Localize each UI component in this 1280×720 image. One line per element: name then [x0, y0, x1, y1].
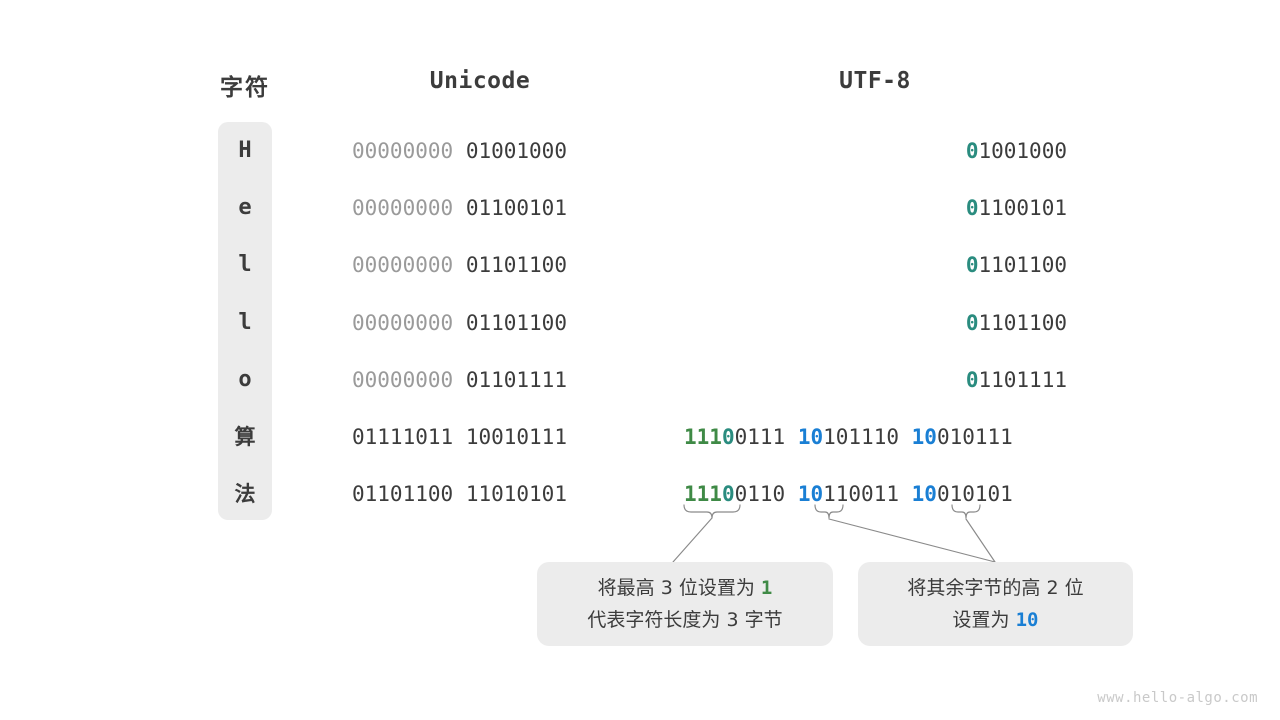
utf8-byte-prefix-terminator: 0 [721, 482, 735, 507]
utf8-byte-payload: 0110 [734, 482, 786, 507]
callout-2-line-2: 设置为 10 [953, 604, 1039, 636]
unicode-low-byte: 01101100 [465, 253, 567, 278]
callout-1-line-2-text: 代表字符长度为 3 字节 [587, 609, 783, 631]
unicode-low-byte: 01001000 [465, 139, 567, 163]
utf8-byte-payload: 1101100 [978, 253, 1067, 278]
callout-continuation-bits: 将其余字节的高 2 位 设置为 10 [858, 562, 1133, 646]
utf8-byte-prefix: 10 [797, 425, 824, 449]
leader-line-2 [828, 518, 996, 563]
char-cell: H [238, 138, 252, 163]
char-cell: 算 [234, 425, 256, 449]
utf8-byte-prefix: 0 [965, 139, 979, 163]
utf8-bits: 01101111 [966, 366, 1067, 394]
leader-line-1 [672, 517, 713, 563]
unicode-high-byte: 00000000 [352, 310, 454, 335]
unicode-low-byte: 01101111 [465, 367, 567, 392]
char-cell: l [238, 252, 252, 278]
utf8-byte-prefix: 10 [911, 482, 937, 507]
utf8-byte-payload: 1100101 [978, 196, 1067, 221]
char-cell: 法 [234, 482, 256, 507]
utf8-byte-prefix: 111 [684, 482, 722, 507]
utf8-byte-prefix: 0 [965, 196, 979, 221]
callout-2-line-1: 将其余字节的高 2 位 [907, 572, 1083, 604]
utf8-byte: 01001000 [966, 139, 1067, 163]
utf8-byte: 11100110 [684, 482, 785, 506]
unicode-bits: 01101100 11010101 [352, 480, 567, 508]
utf8-bits: 01001000 [966, 137, 1067, 165]
utf8-byte-payload: 0111 [734, 425, 786, 449]
callout-2-line-1-text: 将其余字节的高 2 位 [907, 577, 1084, 599]
unicode-bits: 00000000 01100101 [352, 194, 567, 222]
callout-1-line-1: 将最高 3 位设置为 1 [598, 572, 773, 604]
utf8-byte-payload: 010101 [936, 482, 1013, 507]
char-cell: e [238, 195, 252, 221]
utf8-byte-payload: 1101111 [978, 367, 1067, 392]
unicode-high-byte: 01101100 [352, 482, 454, 507]
utf8-byte: 01100101 [966, 196, 1067, 220]
utf8-byte-payload: 1001000 [978, 139, 1067, 163]
column-header-char: 字符 [220, 75, 270, 101]
callout-leading-bits: 将最高 3 位设置为 1 代表字符长度为 3 字节 [537, 562, 833, 646]
callout-1-line-1-text: 将最高 3 位设置为 [597, 577, 761, 599]
utf8-byte-prefix: 10 [797, 482, 824, 507]
unicode-bits: 00000000 01101100 [352, 251, 567, 279]
utf8-byte-prefix: 0 [965, 310, 979, 335]
unicode-high-byte: 00000000 [352, 196, 454, 221]
unicode-high-byte: 00000000 [352, 367, 454, 392]
utf8-byte: 10010101 [912, 482, 1013, 506]
char-cell: o [238, 366, 252, 392]
callout-2-line-2-text: 设置为 [952, 609, 1016, 631]
utf8-byte: 11100111 [684, 425, 785, 449]
utf8-byte: 01101100 [966, 311, 1067, 335]
utf8-bits: 11100110 10110011 10010101 [684, 480, 1013, 508]
utf8-byte-payload: 010111 [936, 425, 1013, 449]
utf8-byte: 10110011 [798, 482, 899, 506]
column-header-utf8: UTF-8 [839, 68, 911, 94]
watermark: www.hello-algo.com [1097, 690, 1258, 706]
unicode-high-byte: 00000000 [352, 253, 454, 278]
utf8-byte: 01101111 [966, 368, 1067, 392]
unicode-bits: 00000000 01001000 [352, 137, 567, 165]
column-header-unicode: Unicode [429, 68, 531, 94]
unicode-bits: 01111011 10010111 [352, 423, 567, 451]
utf8-bits: 01101100 [966, 309, 1067, 337]
char-cell: l [238, 309, 252, 335]
char-column-chip [218, 122, 272, 520]
callout-2-line-2-highlight: 10 [1015, 609, 1039, 631]
utf8-bits: 01101100 [966, 251, 1067, 279]
utf8-byte-payload: 101110 [823, 425, 899, 449]
unicode-bits: 00000000 01101100 [352, 309, 567, 337]
utf8-bits: 11100111 10101110 10010111 [684, 423, 1013, 451]
utf8-byte-prefix: 0 [965, 253, 979, 278]
utf8-bits: 01100101 [966, 194, 1067, 222]
utf8-byte-payload: 1101100 [978, 310, 1067, 335]
unicode-low-byte: 10010111 [465, 425, 567, 449]
utf8-byte: 01101100 [966, 253, 1067, 277]
leader-line-3 [965, 518, 996, 563]
callout-1-line-1-highlight: 1 [760, 577, 773, 599]
utf8-byte-prefix: 0 [965, 367, 979, 392]
utf8-byte-prefix: 111 [684, 425, 722, 449]
unicode-low-byte: 01100101 [465, 196, 567, 221]
utf8-byte-payload: 110011 [823, 482, 899, 507]
unicode-low-byte: 01101100 [465, 310, 567, 335]
callout-1-line-2: 代表字符长度为 3 字节 [587, 604, 782, 636]
unicode-high-byte: 01111011 [352, 425, 454, 449]
utf8-byte-prefix-terminator: 0 [721, 425, 735, 449]
unicode-high-byte: 00000000 [352, 139, 454, 163]
utf8-byte: 10101110 [798, 425, 899, 449]
utf8-byte-prefix: 10 [911, 425, 937, 449]
unicode-bits: 00000000 01101111 [352, 366, 567, 394]
utf8-byte: 10010111 [912, 425, 1013, 449]
unicode-low-byte: 11010101 [465, 482, 567, 507]
